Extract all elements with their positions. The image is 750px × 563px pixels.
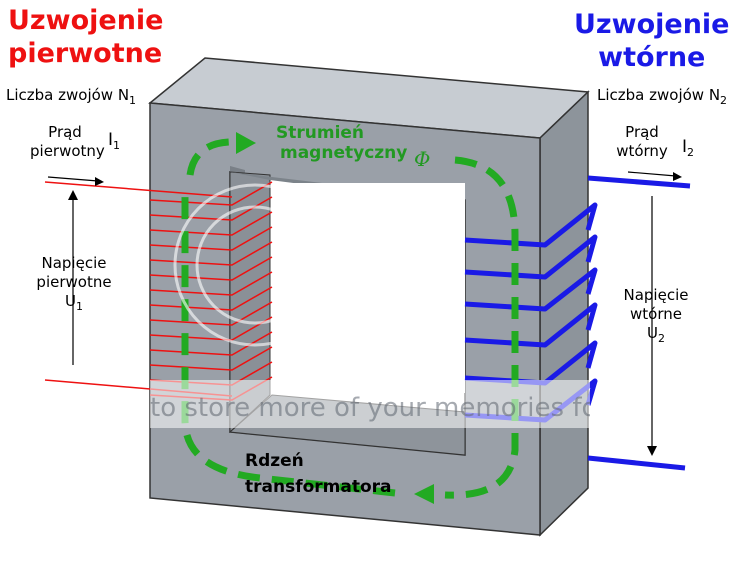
core-label-line2: transformatora	[245, 477, 392, 497]
watermark-text: to store more of your memories for	[150, 393, 590, 423]
secondary-current-symbol: I2	[682, 138, 694, 162]
primary-voltage-symbol: U1	[28, 292, 120, 316]
secondary-voltage-label: Napięcie wtórne U2	[615, 286, 697, 348]
secondary-current-arrow	[627, 171, 682, 181]
secondary-current-i-sub: 2	[687, 146, 695, 159]
primary-voltage-u: U	[65, 292, 76, 310]
secondary-turns-sub: 2	[720, 94, 728, 107]
primary-voltage-u-sub: 1	[75, 300, 83, 313]
watermark-logo	[173, 183, 337, 347]
secondary-turns-text: Liczba zwojów N	[597, 86, 721, 104]
secondary-winding-title: Uzwojenie wtórne	[574, 8, 730, 74]
flux-arrowheads	[236, 132, 434, 504]
secondary-voltage-line1: Napięcie	[623, 286, 689, 304]
primary-voltage-label: Napięcie pierwotne U1	[28, 254, 120, 316]
secondary-voltage-symbol: U2	[615, 324, 697, 348]
primary-voltage-line1: Napięcie	[41, 254, 107, 272]
primary-turns-sub: 1	[129, 94, 137, 107]
flux-arrow-top	[236, 132, 256, 154]
primary-title-line2: pierwotne	[8, 38, 163, 69]
secondary-current-line2: wtórny	[616, 142, 668, 160]
primary-current-symbol: I1	[108, 131, 120, 155]
secondary-voltage-u: U	[647, 324, 658, 342]
primary-title-line1: Uzwojenie	[8, 5, 164, 36]
primary-current-i-sub: 1	[113, 139, 121, 152]
primary-turns-label: Liczba zwojów N1	[6, 86, 136, 110]
core-label: Rdzeń transformatora	[245, 448, 392, 500]
flux-symbol: Φ	[414, 147, 431, 171]
flux-arrow-bottom	[414, 484, 434, 504]
primary-current-line2: pierwotny	[30, 142, 105, 160]
primary-current-i: I	[108, 130, 114, 150]
flux-path	[181, 138, 519, 499]
secondary-current-i: I	[682, 137, 688, 157]
secondary-title-line2: wtórne	[598, 42, 706, 73]
secondary-turns-label: Liczba zwojów N2	[597, 86, 727, 110]
flux-label: Strumień magnetyczny	[276, 123, 407, 163]
watermark-band	[150, 380, 590, 428]
primary-current-arrow	[47, 176, 104, 186]
secondary-title-line1: Uzwojenie	[574, 9, 730, 40]
primary-current-label: Prąd pierwotny	[30, 123, 105, 161]
secondary-current-line1: Prąd	[625, 123, 659, 141]
primary-winding-title: Uzwojenie pierwotne	[8, 4, 164, 70]
primary-turns-text: Liczba zwojów N	[6, 86, 130, 104]
primary-voltage-line2: pierwotne	[36, 273, 112, 291]
secondary-voltage-arrow	[647, 196, 657, 456]
primary-current-line1: Prąd	[48, 123, 82, 141]
flux-label-line1: Strumień	[276, 123, 365, 143]
flux-label-line2: magnetyczny	[280, 143, 408, 163]
primary-voltage-arrow	[68, 190, 78, 365]
secondary-current-label: Prąd wtórny	[610, 123, 674, 161]
secondary-voltage-line2: wtórne	[630, 305, 682, 323]
secondary-voltage-u-sub: 2	[657, 332, 665, 345]
core-label-line1: Rdzeń	[245, 451, 304, 471]
core-window-opening	[272, 183, 465, 393]
